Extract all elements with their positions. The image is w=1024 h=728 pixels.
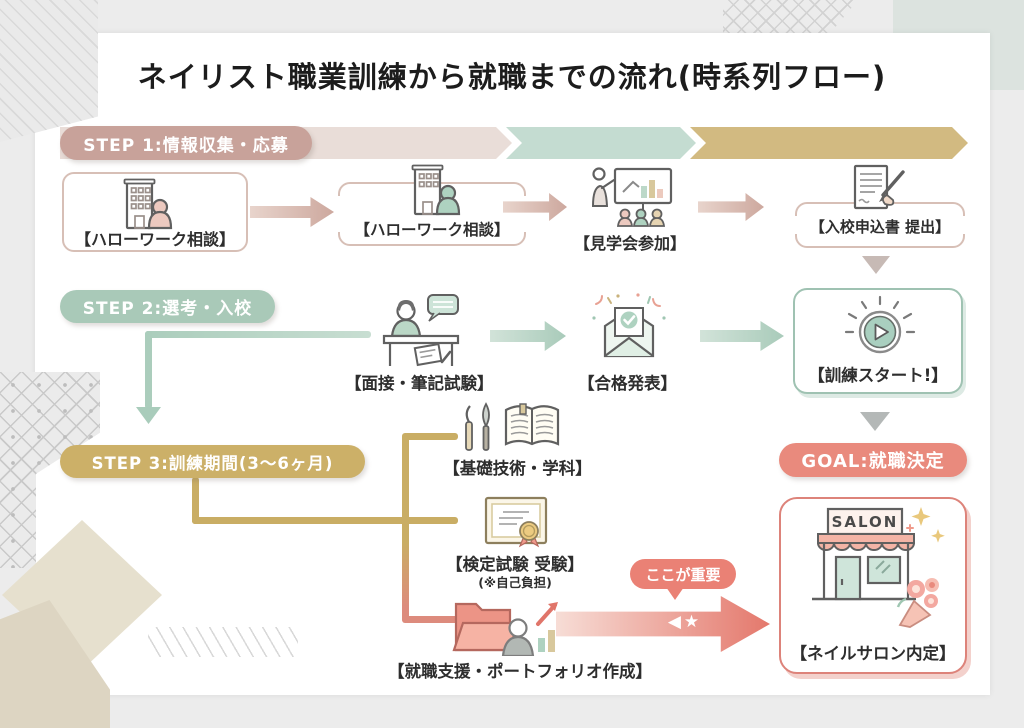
- pass-envelope-icon: [592, 293, 666, 358]
- deco-stripes-top-left: [0, 0, 98, 142]
- connector-step3: [192, 477, 199, 524]
- interview-icon: [382, 294, 460, 367]
- basic-skills-label: 【基礎技術・学科】: [443, 459, 592, 478]
- application-label: 【入校申込書 提出】: [809, 218, 951, 236]
- important-callout: ここが重要: [630, 559, 736, 589]
- portfolio-folder-icon: [452, 602, 558, 656]
- salon-offer-label: 【ネイルサロン内定】: [790, 644, 956, 663]
- application-form-icon: [853, 164, 905, 210]
- connector-step3: [192, 517, 409, 524]
- hellowork2-label: 【ハローワーク相談】: [354, 221, 510, 239]
- connector-branch-support: [404, 616, 458, 623]
- support-label: 【就職支援・ポートフォリオ作成】: [388, 662, 652, 681]
- exam-note: (※自己負担): [478, 575, 552, 590]
- interview-label: 【面接・筆記試験】: [345, 374, 494, 393]
- pass-label: 【合格発表】: [578, 374, 677, 393]
- building-person-icon: [411, 164, 461, 216]
- certificate-icon: [484, 496, 548, 548]
- salon-shop-icon: SALON: [812, 507, 945, 628]
- connector-branch-basic: [404, 433, 458, 440]
- building-person-icon: [123, 178, 173, 230]
- exam-label: 【検定試験 受験】: [446, 555, 584, 574]
- arrow-marks: ◀★: [667, 612, 703, 632]
- play-start-icon: [844, 295, 916, 354]
- step2-banner: STEP 2:選考・入校: [60, 290, 275, 323]
- connector-branch: [402, 433, 409, 623]
- connector-step2-step3: [145, 331, 371, 338]
- page-title: ネイリスト職業訓練から就職までの流れ(時系列フロー): [137, 60, 887, 94]
- deco-stripes-bottom: [148, 627, 298, 657]
- connector-branch-exam: [404, 517, 458, 524]
- goal-banner: GOAL:就職決定: [779, 443, 967, 477]
- step3-banner: STEP 3:訓練期間(3〜6ヶ月): [60, 445, 365, 478]
- training-start-label: 【訓練スタート!】: [808, 366, 948, 385]
- step1-banner: STEP 1:情報収集・応募: [60, 126, 312, 160]
- salon-sign-text: SALON: [832, 513, 899, 531]
- step1-track-gold-segment: [690, 127, 968, 159]
- connector-step2-step3: [145, 331, 152, 409]
- step1-track-teal-segment: [506, 127, 696, 159]
- hellowork1-label: 【ハローワーク相談】: [74, 230, 235, 249]
- tour-label: 【見学会参加】: [573, 234, 686, 253]
- nail-tools-book-icon: [465, 402, 560, 451]
- seminar-icon: [591, 167, 673, 227]
